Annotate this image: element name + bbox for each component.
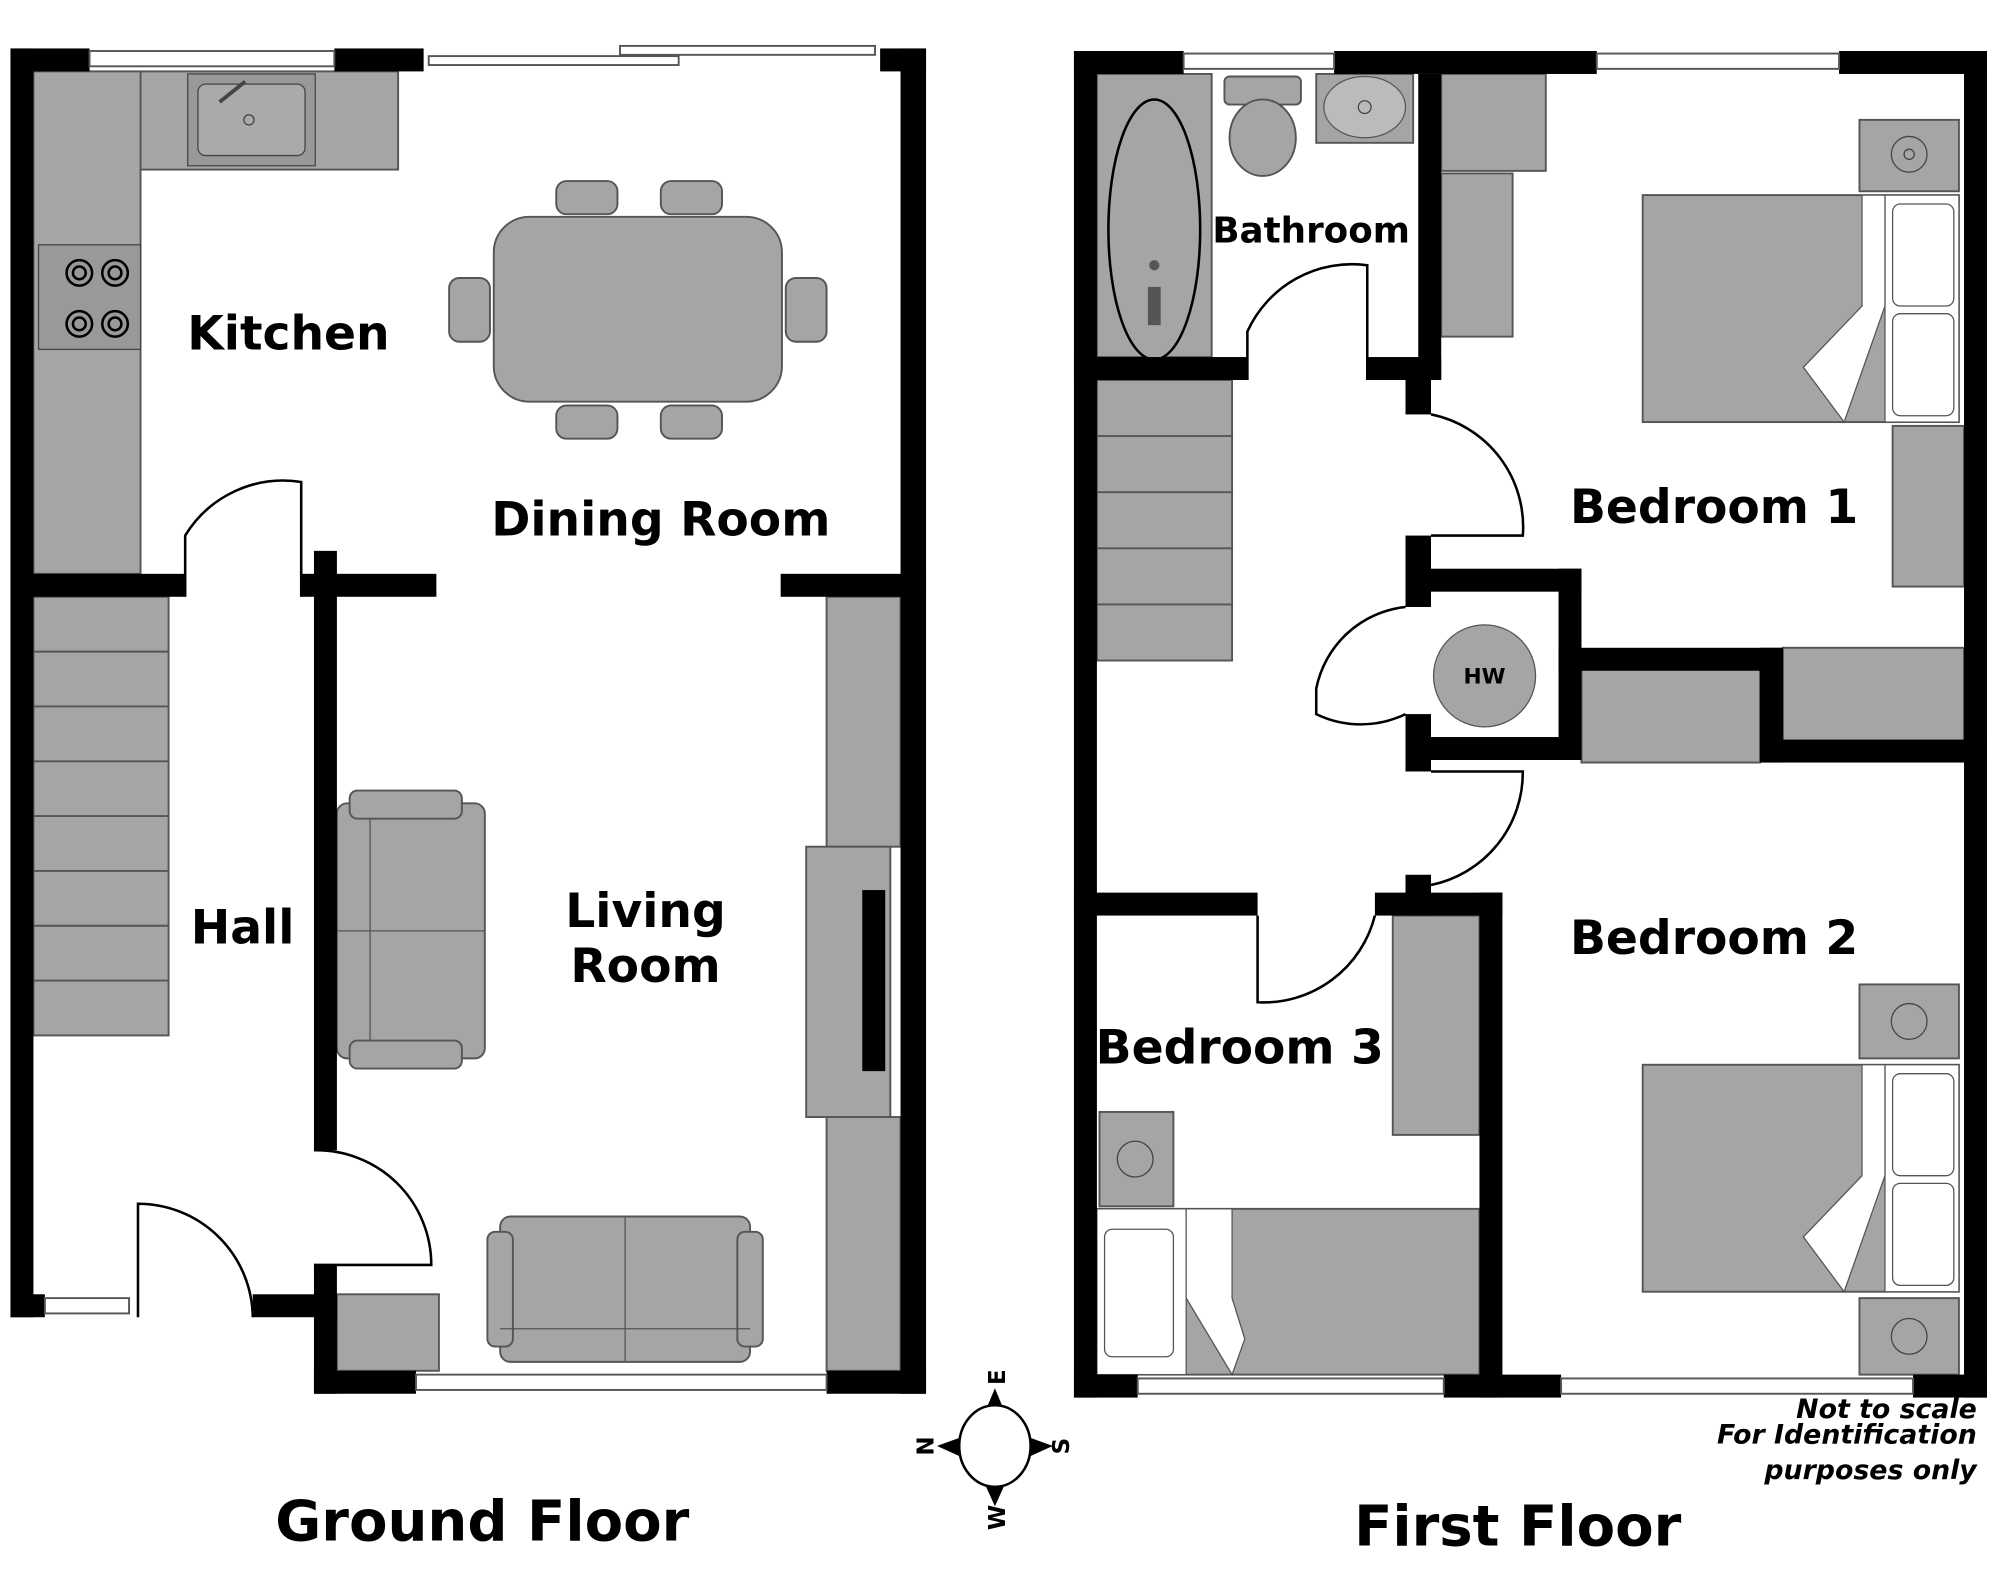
door-swing	[1256, 915, 1377, 1004]
room-label-living-room: Living	[565, 884, 726, 939]
window	[1136, 1377, 1445, 1395]
front-door-swing	[136, 1202, 255, 1318]
toilet-icon	[1223, 75, 1302, 177]
bed-icon	[1095, 1207, 1481, 1377]
door-swing	[1430, 413, 1525, 537]
bedside-table-icon	[1858, 983, 1960, 1060]
hob-icon	[37, 244, 142, 351]
room-label-bathroom: Bathroom	[1212, 210, 1410, 251]
wardrobe	[1440, 73, 1547, 172]
window	[1560, 1377, 1914, 1395]
wardrobe	[1391, 914, 1481, 1136]
walls	[1073, 51, 1987, 1398]
compass-north: N	[914, 1436, 940, 1455]
sofa-icon	[486, 1215, 764, 1363]
ground-floor: Kitchen Dining Room Hall Living Room Gro…	[10, 44, 927, 1554]
dining-table-icon	[448, 180, 828, 440]
compass-east: E	[985, 1369, 1011, 1385]
room-label-kitchen: Kitchen	[187, 306, 389, 361]
window	[415, 1373, 828, 1391]
wardrobe	[1781, 646, 1965, 744]
wardrobe	[1891, 424, 1965, 588]
door-swing	[313, 1148, 433, 1267]
fireplace-icon	[862, 890, 886, 1072]
bath-icon	[1095, 73, 1213, 361]
sofa-icon	[335, 789, 486, 1070]
basin-icon	[1315, 73, 1415, 144]
bedside-table-icon	[1858, 1297, 1960, 1376]
room-label-bedroom-1: Bedroom 1	[1570, 480, 1858, 535]
alcove-unit	[825, 595, 902, 848]
door-swing	[1430, 770, 1525, 887]
stairs-icon	[32, 595, 170, 1037]
wardrobe	[1580, 667, 1761, 764]
hot-water-label: HW	[1464, 664, 1506, 689]
disclaimer-line: Not to scale	[1796, 1394, 1977, 1425]
compass-icon: E N S W	[914, 1369, 1075, 1530]
first-floor: HW	[1073, 51, 1987, 1559]
door-swing	[1314, 605, 1407, 726]
corner-unit	[335, 1293, 440, 1372]
door-swing	[183, 479, 303, 597]
floor-title-first: First Floor	[1354, 1494, 1682, 1559]
bed-icon	[1641, 1063, 1960, 1294]
sliding-door	[427, 55, 680, 66]
window	[1182, 52, 1336, 70]
window	[1595, 52, 1841, 70]
walls	[10, 48, 927, 1394]
bedside-table-icon	[1858, 118, 1960, 193]
room-label-bedroom-3: Bedroom 3	[1096, 1020, 1384, 1075]
room-label-living-room: Room	[570, 939, 720, 994]
bedside-table-icon	[1098, 1110, 1175, 1208]
sink-icon	[187, 73, 316, 167]
room-label-dining-room: Dining Room	[491, 493, 830, 548]
hot-water-cylinder-icon	[1432, 624, 1537, 728]
sliding-door	[619, 44, 876, 56]
compass-west: W	[985, 1505, 1011, 1530]
bed-icon	[1641, 194, 1960, 424]
floor-title-ground: Ground Floor	[275, 1489, 689, 1554]
compass-south: S	[1049, 1438, 1075, 1455]
stairs-icon	[1095, 379, 1234, 662]
room-label-bedroom-2: Bedroom 2	[1570, 911, 1858, 966]
disclaimer-line: For Identification	[1717, 1419, 1977, 1450]
alcove-unit	[825, 1116, 902, 1372]
room-label-hall: Hall	[191, 901, 295, 956]
window	[88, 50, 336, 68]
wardrobe	[1440, 172, 1514, 338]
window	[43, 1297, 131, 1315]
disclaimer-line: purposes only	[1763, 1455, 1978, 1486]
door-swing	[1246, 262, 1369, 380]
